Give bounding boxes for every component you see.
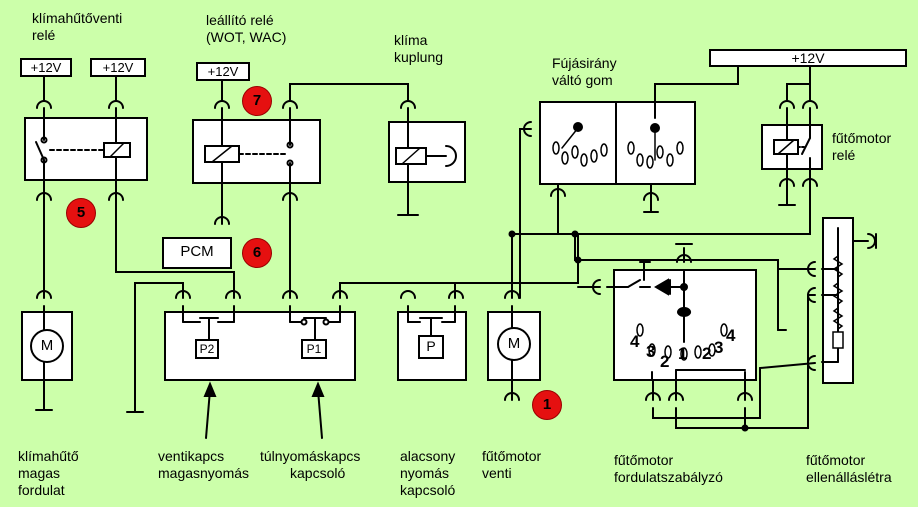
p1-label: P1	[306, 342, 322, 356]
label-tulnyomaskapcs: túlnyomáskapcs	[260, 448, 361, 464]
badge-1: 1	[532, 390, 562, 420]
label-klimahuto-venti-rele: klímahűtőventi relé	[32, 10, 123, 43]
motor-symbol-left: M	[40, 337, 54, 354]
pcm-box	[162, 237, 232, 269]
supply-12v-right-box	[709, 49, 907, 67]
label-klimahuto-magas: klímahűtő magas fordulat	[18, 448, 79, 498]
speed-num-3b: 3	[714, 338, 724, 357]
badge-6: 6	[242, 238, 272, 268]
label-alacsony-nyomas: alacsony nyomás kapcsoló	[400, 448, 456, 498]
supply-12v-3: +12V	[196, 62, 250, 81]
mode-switch-contacts	[552, 127, 684, 169]
label-fujasirany-valto: Fújásirány váltó gom	[552, 55, 617, 88]
supply-12v-1: +12V	[20, 58, 72, 77]
speed-num-3a: 3	[646, 342, 656, 361]
label-kapcsolo: kapcsoló	[290, 465, 346, 481]
label-leallito-rele: leállító relé (WOT, WAC)	[206, 12, 287, 45]
label-fordulatszabalyzo: fűtőmotor fordulatszabályzó	[614, 452, 723, 485]
label-klima-kuplung: klíma kuplung	[394, 32, 444, 65]
speed-num-4a: 4	[630, 332, 640, 351]
supply-12v-4: +12V	[791, 50, 825, 66]
p-label: P	[426, 338, 436, 354]
label-futomotor-rele: fűtőmotor relé	[832, 130, 892, 163]
badge-5: 5	[66, 198, 96, 228]
speed-num-2a: 2	[660, 352, 670, 371]
label-futomotor-venti: fűtőmotor venti	[482, 448, 542, 481]
p2-label: P2	[199, 342, 215, 356]
speed-num-1: 1	[678, 344, 688, 363]
label-ellenallaslétra: fűtőmotor ellenálláslétra	[806, 452, 892, 485]
label-ventikapcs: ventikapcs magasnyomás	[158, 448, 250, 481]
motor-symbol-venti: M	[507, 335, 521, 352]
speed-num-2b: 2	[702, 344, 712, 363]
speed-selector-contacts	[636, 323, 728, 361]
speed-num-4b: 4	[726, 326, 736, 345]
badge-7: 7	[242, 86, 272, 116]
fujasirany-valto-box	[539, 101, 696, 185]
supply-12v-2: +12V	[90, 58, 146, 77]
pcm-label: PCM	[180, 243, 214, 260]
